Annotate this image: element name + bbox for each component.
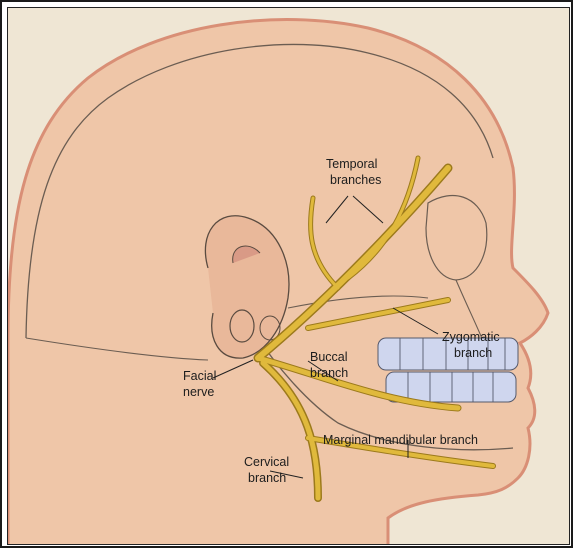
marginal-label: Marginal mandibular branch — [323, 433, 478, 447]
temporal-label-line1: Temporal — [326, 157, 377, 171]
facial-nerve-diagram: Temporal branches Zygomatic branch Bucca… — [8, 8, 570, 545]
temporal-label-line2: branches — [330, 173, 381, 187]
zygomatic-label-line1: Zygomatic — [442, 330, 500, 344]
facial-label-line2: nerve — [183, 385, 214, 399]
buccal-label-line2: branch — [310, 366, 348, 380]
ear-canal — [230, 310, 254, 342]
cervical-label-line2: branch — [248, 471, 286, 485]
buccal-label-line1: Buccal — [310, 350, 348, 364]
anatomy-plate: Temporal branches Zygomatic branch Bucca… — [7, 7, 570, 545]
zygomatic-label-line2: branch — [454, 346, 492, 360]
facial-label-line1: Facial — [183, 369, 216, 383]
cervical-label-line1: Cervical — [244, 455, 289, 469]
